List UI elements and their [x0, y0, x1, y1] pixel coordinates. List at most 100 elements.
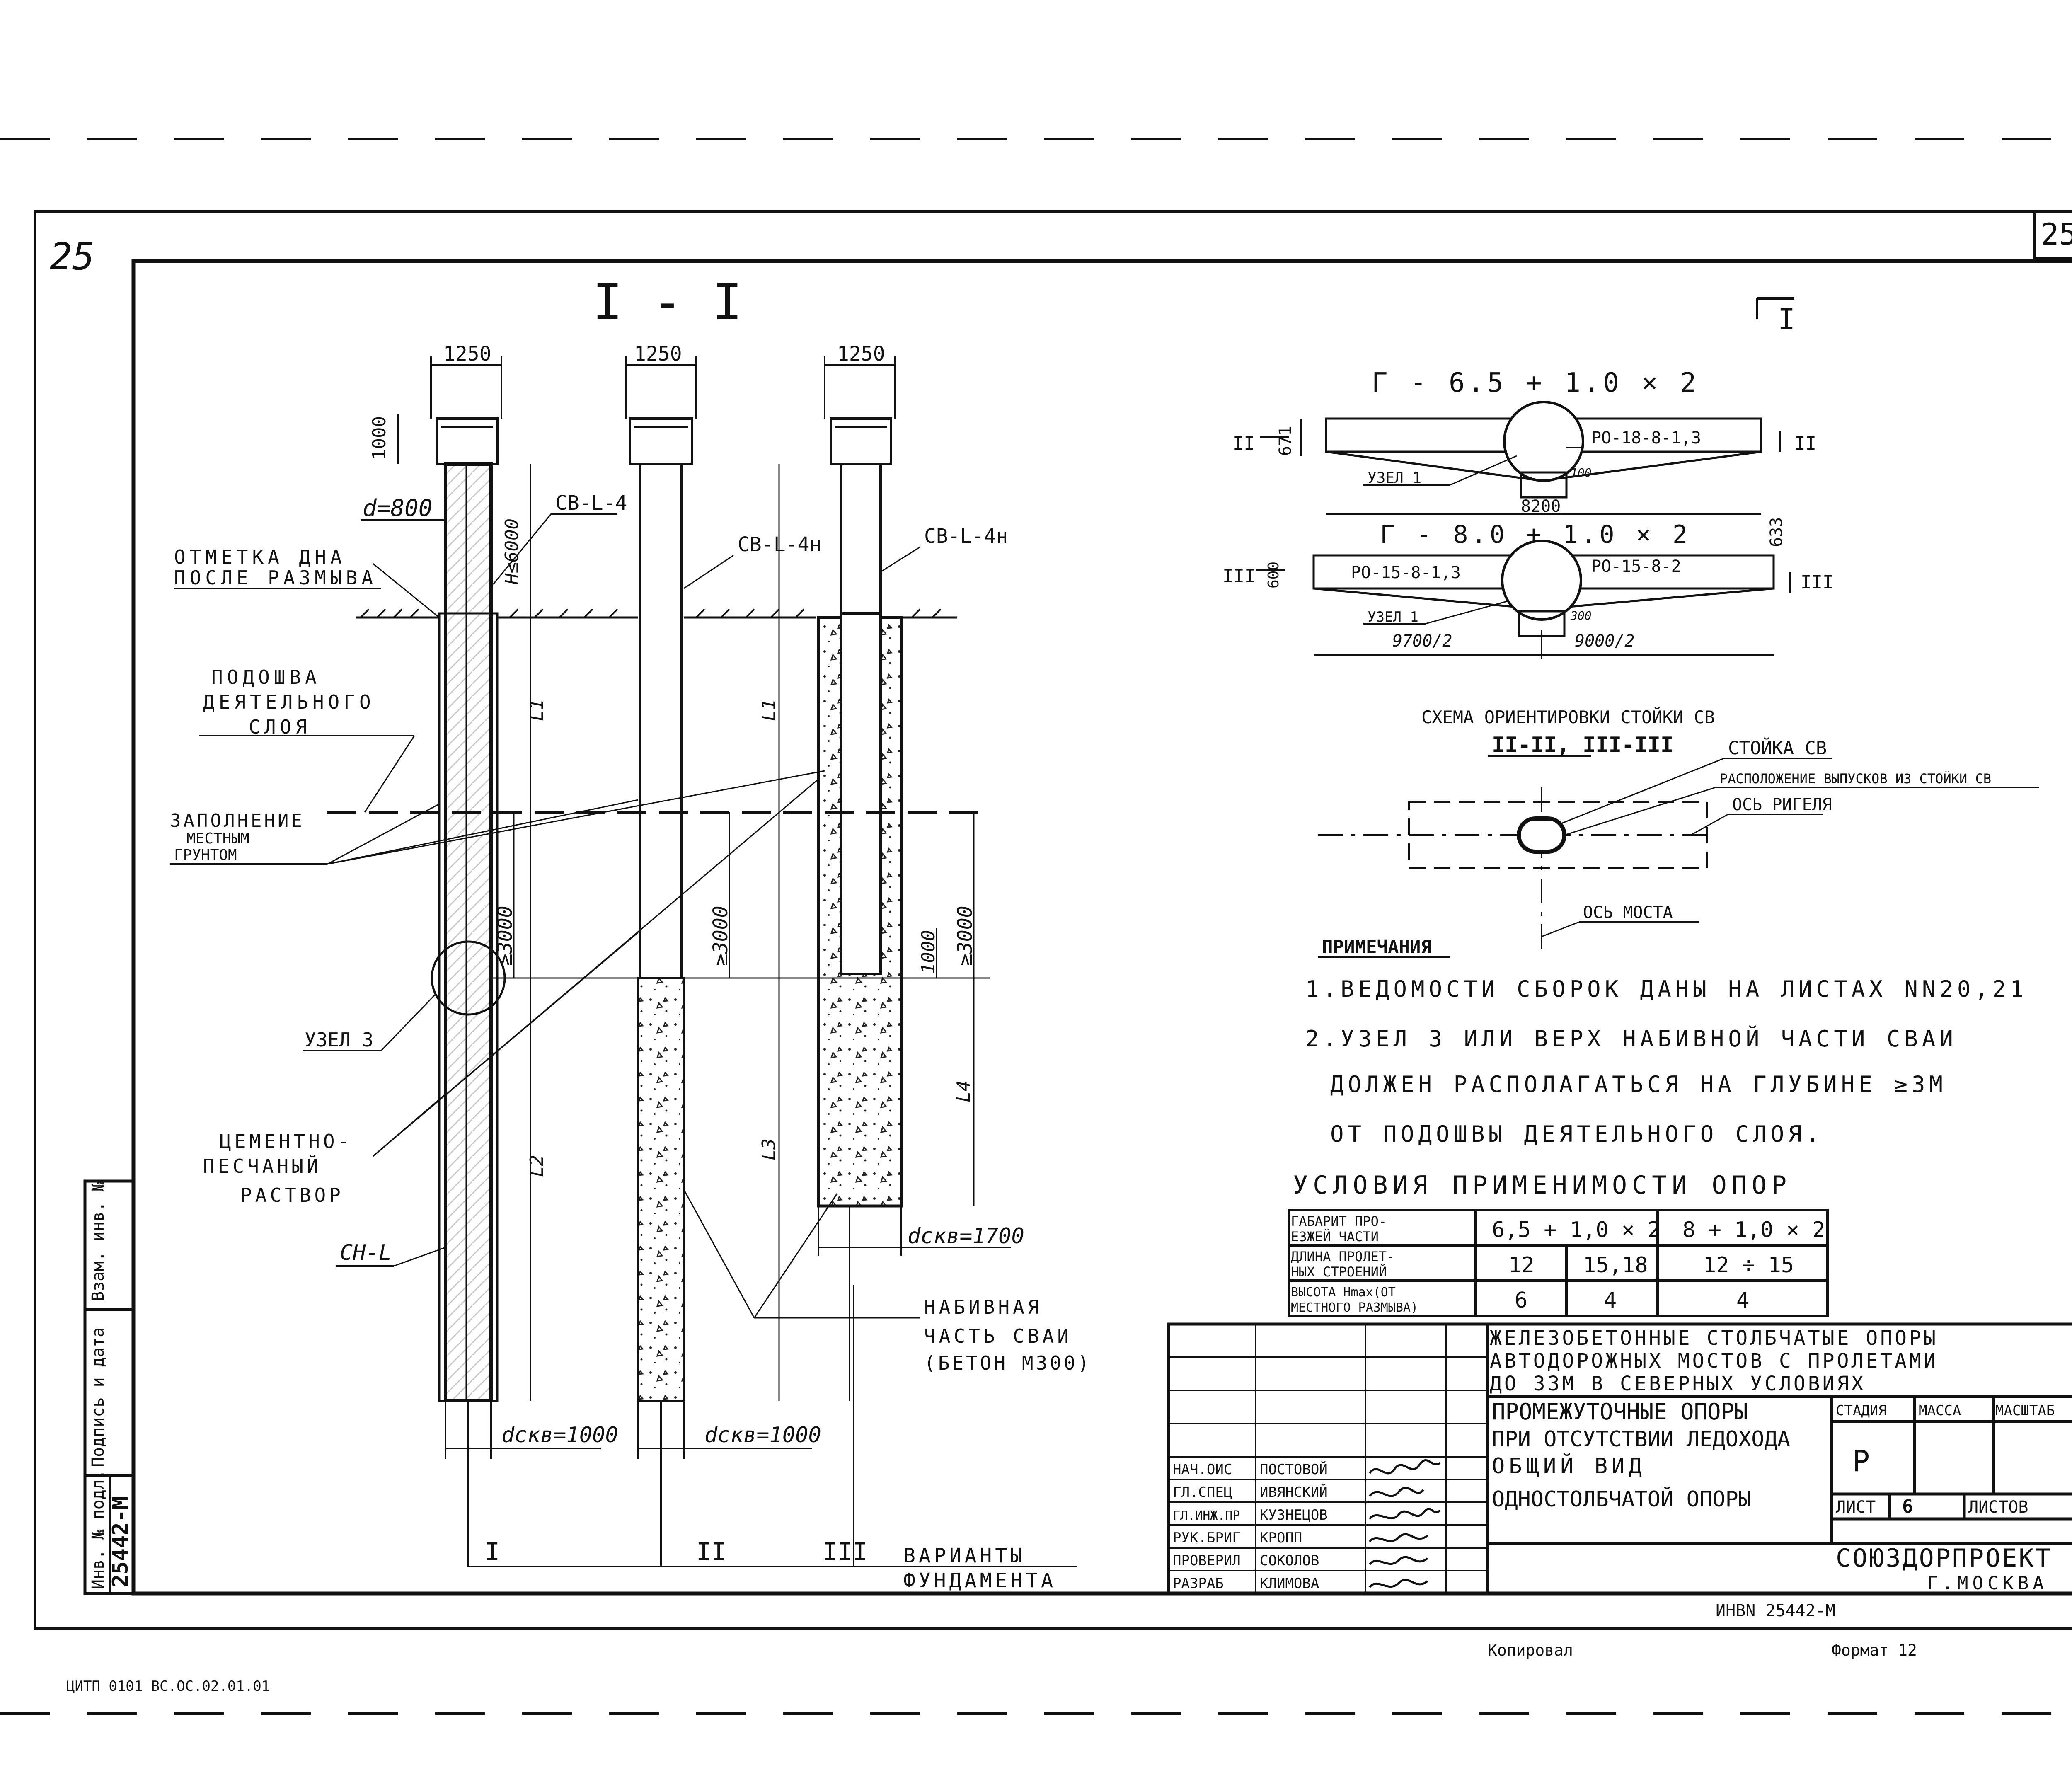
tb-drawing-1: ПРОМЕЖУТОЧНЫЕ ОПОРЫ [1492, 1399, 1748, 1425]
dim-h-max: H≤6000 [501, 518, 523, 585]
g2-cut-right: III [1801, 572, 1833, 593]
dim-L2: L2 [526, 1155, 547, 1177]
cond-r3-label-2: МЕСТНОГО РАЗМЫВА) [1291, 1300, 1418, 1315]
sidebar-sign-heading: Подпись и дата [89, 1327, 108, 1467]
tb-project-2: АВТОДОРОЖНЫХ МОСТОВ С ПРОЛЕТАМИ [1490, 1349, 1938, 1373]
g2-half-right: 9000/2 [1575, 632, 1635, 651]
mark-cv1: СВ-L-4 [555, 492, 627, 515]
label-bored-2: ЧАСТЬ СВАИ [924, 1325, 1072, 1347]
tb-org-1: СОЮЗДОРПРОЕКТ [1836, 1544, 2052, 1573]
section-view: I - I 1250 1250 1250 1000 [170, 274, 1092, 1592]
variant-II: II [696, 1538, 726, 1567]
dim-depth-min-2: ≥3000 [709, 906, 732, 966]
tb-scale-heading: МАСШТАБ [1995, 1402, 2055, 1419]
dim-top-width-2: 1250 [634, 342, 682, 366]
mark-cv2: СВ-L-4н [738, 533, 821, 556]
variant-I: I [485, 1538, 500, 1567]
label-active-2: ДЕЯТЕЛЬНОГО [203, 691, 375, 713]
cond-r2-label-1: ДЛИНА ПРОЛЕТ- [1291, 1249, 1394, 1264]
tb-drawing-3: ОБЩИЙ ВИД [1492, 1453, 1646, 1479]
notes-block: ПРИМЕЧАНИЯ 1.ВЕДОМОСТИ СБОРОК ДАНЫ НА ЛИ… [1305, 937, 2028, 1147]
tb-name-6: КЛИМОВА [1260, 1575, 1319, 1592]
dim-bore-d3: dскв=1700 [908, 1224, 1024, 1249]
g2-node: УЗЕЛ 1 [1368, 609, 1418, 625]
conditions-table: УСЛОВИЯ ПРИМЕНИМОСТИ ОПОР ГАБАРИТ ПРО- Е… [1288, 1171, 1829, 1317]
g1-node: УЗЕЛ 1 [1368, 470, 1421, 487]
note-2a: 2.УЗЕЛ 3 ИЛИ ВЕРХ НАБИВНОЙ ЧАСТИ СВАИ [1305, 1026, 1957, 1052]
tb-project-3: ДО 33М В СЕВЕРНЫХ УСЛОВИЯХ [1490, 1372, 1866, 1395]
notes-title: ПРИМЕЧАНИЯ [1322, 937, 1432, 958]
cond-r2-label-2: НЫХ СТРОЕНИЙ [1291, 1264, 1387, 1280]
cond-r2-c2: 15,18 [1583, 1253, 1648, 1278]
outer-frame [34, 210, 2072, 1630]
copied-by: Копировал [1488, 1641, 1573, 1659]
tb-name-3: КУЗНЕЦОВ [1260, 1507, 1328, 1523]
tb-role-1: НАЧ.ОИС [1173, 1461, 1232, 1478]
plan-views: I Г - 6.5 + 1.0 × 2 РО-18-8-1,3 УЗЕЛ 1 1… [1222, 297, 2039, 957]
label-fill-1: ЗАПОЛНЕНИЕ [170, 810, 305, 831]
label-erosion-2: ПОСЛЕ РАЗМЫВА [174, 567, 377, 589]
orientation-bridge-axis: ОСЬ МОСТА [1583, 903, 1673, 922]
g2-cut-left: III [1222, 566, 1255, 587]
g2-beam-right: РО-15-8-2 [1591, 557, 1681, 576]
dim-depth-min-3: ≥3000 [954, 906, 977, 966]
title-block: НАЧ.ОИС ПОСТОВОЙ ГЛ.СПЕЦ ИВЯНСКИЙ ГЛ.ИНЖ… [1167, 1322, 2072, 1595]
cond-r2-c1: 12 [1508, 1253, 1535, 1278]
tb-stage: Р [1852, 1444, 1870, 1478]
sheet-number-box [2033, 210, 2072, 259]
label-cement-2: ПЕСЧАНЫЙ [203, 1155, 322, 1177]
g2-d300: 300 [1570, 609, 1592, 622]
dim-top-width-3: 1250 [837, 342, 885, 366]
dim-bore-d2: dскв=1000 [704, 1423, 821, 1448]
g1-d100: 100 [1571, 466, 1592, 479]
inner-frame [131, 259, 2072, 1596]
dim-depth-1000: 1000 [918, 930, 939, 974]
dim-depth-min-1: ≥3000 [494, 906, 517, 966]
mark-cn: СН-L [340, 1240, 392, 1265]
conditions-title: УСЛОВИЯ ПРИМЕНИМОСТИ ОПОР [1293, 1171, 1791, 1200]
g1-cut-left: II [1233, 433, 1255, 454]
label-cement-1: ЦЕМЕНТНО- [220, 1130, 353, 1153]
label-active-3: СЛОЯ [249, 716, 311, 738]
tb-sheets-label: ЛИСТОВ [1968, 1498, 2028, 1517]
g1-h633: 633 [1767, 517, 1786, 547]
dim-pile-diameter: d=800 [363, 495, 433, 522]
dim-L3: L3 [758, 1138, 779, 1160]
sidebar-inv-value: 25442-М [108, 1496, 133, 1587]
dim-L1-a: L1 [526, 699, 547, 721]
label-cement-3: РАСТВОР [240, 1184, 344, 1206]
label-bored-3: (БЕТОН М300) [924, 1352, 1092, 1374]
g2-beam-left: РО-15-8-1,3 [1351, 563, 1461, 582]
label-bored-1: НАБИВНАЯ [924, 1296, 1043, 1318]
tb-name-5: СОКОЛОВ [1260, 1552, 1319, 1569]
tb-role-5: ПРОВЕРИЛ [1173, 1552, 1241, 1569]
orientation-crossbar-axis: ОСЬ РИГЕЛЯ [1732, 795, 1832, 814]
cond-r3-c3: 4 [1736, 1288, 1749, 1313]
note-2b: ДОЛЖЕН РАСПОЛАГАТЬСЯ НА ГЛУБИНЕ ≥3М [1330, 1071, 1947, 1097]
cond-r1-c2: 8 + 1,0 × 2 [1682, 1218, 1825, 1242]
left-sidebar: Взам. инв. № Подпись и дата Инв. № подл.… [83, 1179, 135, 1595]
tb-name-1: ПОСТОВОЙ [1260, 1461, 1328, 1478]
tb-sheet-no: 6 [1902, 1496, 1913, 1517]
section-title: I - I [593, 274, 742, 331]
section-marker: I [1778, 303, 1795, 337]
cond-r3-c1: 6 [1515, 1288, 1527, 1313]
cond-r1-label-1: ГАБАРИТ ПРО- [1291, 1213, 1387, 1229]
label-active-1: ПОДОШВА [211, 666, 321, 688]
orientation-subtitle: II-II, III-III [1492, 733, 1673, 758]
mark-cv3: СВ-L-4н [924, 525, 1008, 548]
variant-III: III [823, 1538, 867, 1567]
page-corner-handwritten: 25 [50, 235, 94, 278]
cond-r1-c1: 6,5 + 1,0 × 2 [1492, 1218, 1661, 1242]
cond-r3-c2: 4 [1604, 1288, 1617, 1313]
dim-bore-d1: dскв=1000 [501, 1423, 618, 1448]
label-fill-3: ГРУНТОМ [174, 847, 237, 864]
note-1: 1.ВЕДОМОСТИ СБОРОК ДАНЫ НА ЛИСТАХ NN20,2… [1305, 976, 2028, 1002]
tb-mass-heading: МАССА [1919, 1402, 1961, 1419]
tb-org-2: Г.МОСКВА [1927, 1573, 2048, 1594]
variants-label-1: ВАРИАНТЫ [903, 1544, 1026, 1567]
g1-cut-right: II [1794, 433, 1816, 454]
note-2c: ОТ ПОДОШВЫ ДЕЯТЕЛЬНОГО СЛОЯ. [1330, 1121, 1823, 1147]
g1-title: Г - 6.5 + 1.0 × 2 [1372, 368, 1699, 398]
sidebar-inv-heading: Инв. № подл. [89, 1470, 108, 1589]
